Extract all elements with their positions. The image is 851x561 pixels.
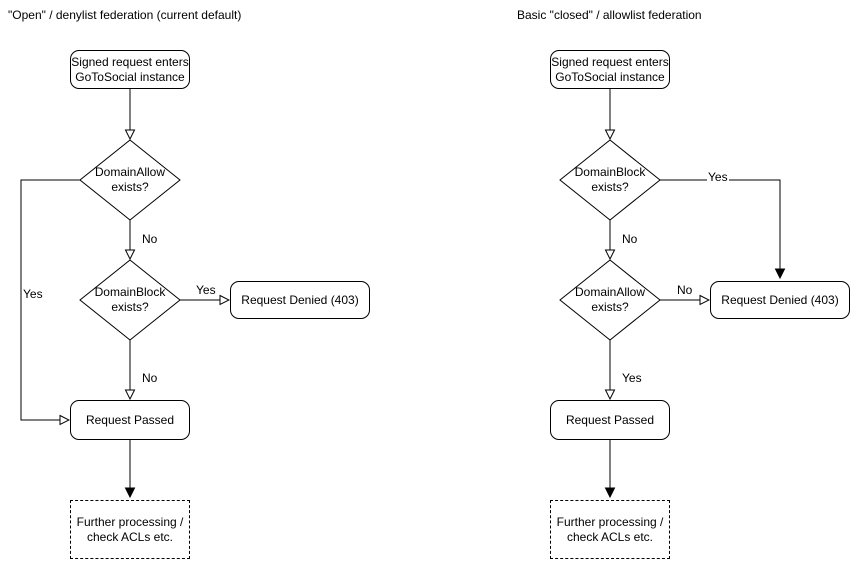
right-decision1-yes-label: Yes <box>707 170 729 184</box>
right-decision2-label: DomainAllow exists? <box>574 285 646 314</box>
right-request-denied-node: Request Denied (403) <box>710 281 850 319</box>
right-further-processing-node: Further processing / check ACLs etc. <box>550 500 670 559</box>
right-decision2-diamond <box>559 259 661 341</box>
left-request-denied-node: Request Denied (403) <box>230 281 370 319</box>
right-decision1-diamond <box>559 139 661 221</box>
left-decision2-diamond <box>79 259 181 341</box>
left-request-passed-node: Request Passed <box>70 400 190 440</box>
left-decision1-diamond <box>79 139 181 221</box>
right-request-passed-node: Request Passed <box>550 400 670 440</box>
right-start-node: Signed request enters GoToSocial instanc… <box>550 50 670 89</box>
right-decision2-no-label: No <box>676 283 694 297</box>
right-edge-decision1-yes <box>660 179 786 280</box>
right-decision1-no-label: No <box>621 232 639 246</box>
left-start-node: Signed request enters GoToSocial instanc… <box>70 50 190 89</box>
left-decision2-label: DomainBlock exists? <box>94 285 166 314</box>
left-decision1-yes-label: Yes <box>22 287 44 301</box>
left-decision1-no-label: No <box>141 232 159 246</box>
left-decision2-yes-label: Yes <box>195 283 217 297</box>
left-edge-decision1-yes <box>20 179 80 420</box>
left-further-processing-node: Further processing / check ACLs etc. <box>70 500 190 559</box>
right-decision1-label: DomainBlock exists? <box>574 165 646 194</box>
left-decision2-no-label: No <box>141 371 159 385</box>
right-decision2-yes-label: Yes <box>621 371 643 385</box>
left-chart-title: "Open" / denylist federation (current de… <box>8 8 242 22</box>
left-decision1-label: DomainAllow exists? <box>94 165 166 194</box>
right-chart-title: Basic "closed" / allowlist federation <box>517 8 702 22</box>
